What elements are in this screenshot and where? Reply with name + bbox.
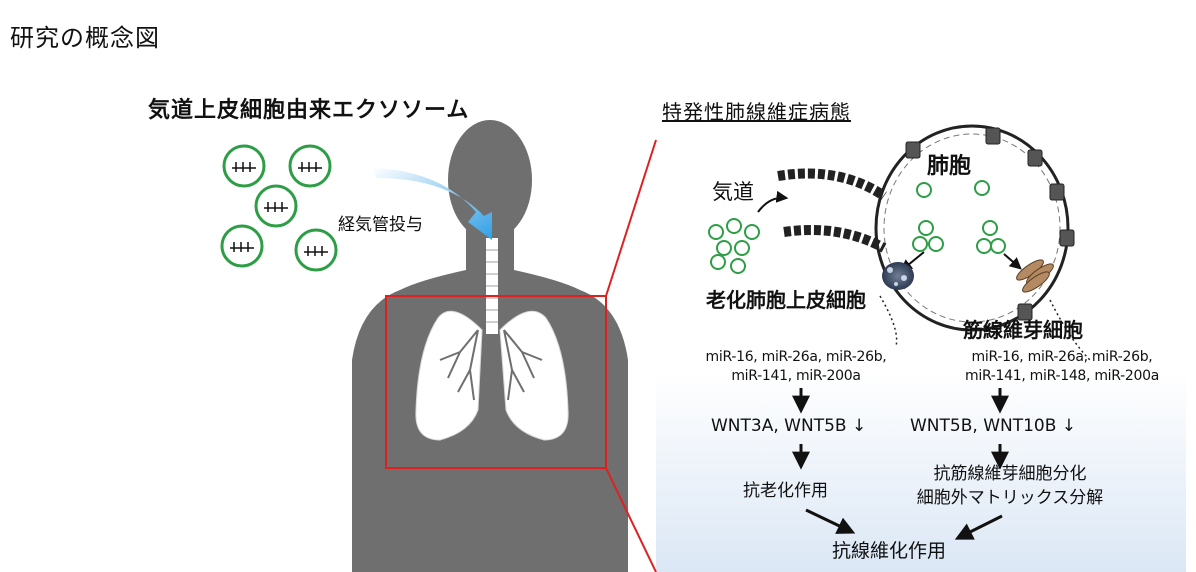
left-mirna-list: miR-16, miR-26a, miR-26b, miR-141, miR-2… — [672, 348, 920, 386]
exosome-icon — [222, 144, 266, 188]
myofibroblast-label: 筋線維芽細胞 — [963, 318, 1083, 342]
senescent-aec-icon — [882, 262, 914, 290]
human-silhouette — [352, 120, 628, 572]
right-effect: 抗筋線維芽細胞分化 細胞外マトリックス分解 — [900, 462, 1120, 510]
exosome-icon — [288, 144, 332, 188]
exosome-icon — [254, 184, 298, 228]
pathway-background-panel — [656, 372, 1186, 572]
exosome-group — [220, 144, 338, 272]
right-mirna-line2: miR-141, miR-148, miR-200a — [965, 368, 1159, 384]
airway-exosomes — [708, 218, 760, 274]
right-mirna-list: miR-16, miR-26a, miR-26b, miR-141, miR-1… — [928, 348, 1196, 386]
zoom-box — [385, 295, 607, 469]
exosome-icon — [220, 224, 264, 268]
left-wnt-targets: WNT3A, WNT5B ↓ — [711, 416, 867, 436]
exosome-title: 気道上皮細胞由来エクソソーム — [148, 98, 470, 123]
right-effect-line2: 細胞外マトリックス分解 — [916, 488, 1104, 508]
right-wnt-targets: WNT5B, WNT10B ↓ — [910, 416, 1077, 436]
trachea — [486, 238, 498, 334]
exosome-icon — [294, 228, 338, 272]
pathway-arrows — [792, 388, 1009, 540]
airway-tube — [777, 168, 887, 253]
administration-arrow — [372, 168, 492, 240]
zoom-line-top — [605, 139, 657, 297]
zoom-line-bottom — [605, 467, 657, 572]
right-effect-line1: 抗筋線維芽細胞分化 — [933, 464, 1087, 484]
myofibroblast-icon — [1016, 259, 1054, 293]
page-title: 研究の概念図 — [10, 24, 160, 52]
arrow-left-final — [805, 508, 856, 534]
arrow-to-fibroblast — [1003, 253, 1022, 270]
administration-route-label: 経気管投与 — [338, 215, 423, 235]
alveolar-exosomes — [912, 180, 1006, 254]
left-mirna-line1: miR-16, miR-26a, miR-26b, — [705, 349, 887, 365]
alveolus-label: 肺胞 — [927, 154, 972, 179]
arrow-right-final — [954, 514, 1003, 540]
ipf-title: 特発性肺線維症病態 — [662, 100, 851, 124]
airway-label: 気道 — [712, 180, 754, 204]
lungs — [415, 310, 569, 441]
left-effect: 抗老化作用 — [743, 481, 828, 501]
left-mirna-line2: miR-141, miR-200a — [731, 368, 861, 384]
final-outcome: 抗線維化作用 — [832, 540, 947, 562]
right-mirna-line1: miR-16, miR-26a, miR-26b, — [971, 349, 1153, 365]
senescent-aec-label: 老化肺胞上皮細胞 — [706, 288, 866, 312]
airway-entry-arrow — [757, 190, 789, 213]
